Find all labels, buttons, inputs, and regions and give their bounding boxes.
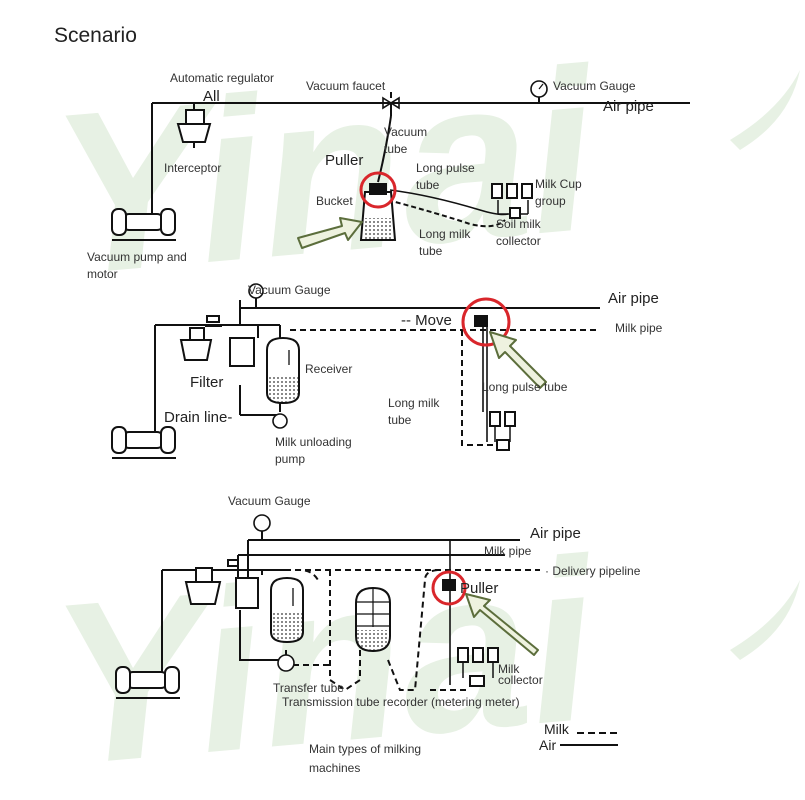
label-long-milk-tube-1: Long milk tube <box>419 227 471 258</box>
caption: Main types of milking machines <box>309 742 422 775</box>
diagram3-vacuum-gauge <box>253 514 271 540</box>
highlight-move <box>461 297 511 347</box>
label-vacuum-faucet: Vacuum faucet <box>306 79 386 93</box>
label-transmission-recorder: Transmission tube recorder (metering met… <box>282 695 520 709</box>
highlight-circles <box>359 171 511 606</box>
diagram3-receiver <box>270 576 304 672</box>
diagram1-vacuum-gauge <box>530 80 548 98</box>
label-vacuum-gauge-1: Vacuum Gauge <box>553 79 636 93</box>
label-vacuum-gauge-2: Vacuum Gauge <box>248 283 331 297</box>
diagram3-recorder <box>355 586 391 653</box>
label-long-pulse-tube-1: Long pulse tube <box>416 161 475 192</box>
pointer-arrow-3 <box>465 593 539 656</box>
label-drain-line: Drain line- <box>164 409 233 426</box>
diagram3-vacuum-pump <box>115 666 180 699</box>
diagram2-milk-cups <box>474 315 516 451</box>
label-interceptor: Interceptor <box>164 161 222 175</box>
label-milk-unloading-pump: Milk unloading pump <box>275 435 352 466</box>
label-milk-pipe-2: Milk pipe <box>615 321 663 335</box>
diagram1-bucket <box>359 183 397 241</box>
diagram3-interceptor <box>184 559 259 609</box>
highlight-puller-3 <box>431 570 467 606</box>
label-all: All <box>203 88 220 105</box>
label-vacuum-gauge-3: Vacuum Gauge <box>228 494 311 508</box>
label-move: -- Move <box>401 312 452 329</box>
pointer-arrows <box>297 217 547 656</box>
pointer-arrow-2 <box>489 331 547 389</box>
diagram1-interceptor <box>176 109 212 148</box>
watermark-leaf-1 <box>730 70 800 150</box>
label-vacuum-pump-motor: Vacuum pump and motor <box>87 250 187 281</box>
watermark: Yinai Yinai <box>42 20 800 800</box>
diagram2-filter <box>179 315 255 367</box>
label-air-pipe-1: Air pipe <box>603 98 654 115</box>
diagram1-lines <box>151 97 690 228</box>
label-soil-milk-collector: Soil milk collector <box>496 217 541 248</box>
label-vacuum-tube: Vacuum tube <box>384 125 428 156</box>
diagram1-milk-cups <box>491 183 533 219</box>
label-filter: Filter <box>190 374 224 391</box>
legend-air: Air <box>539 737 557 753</box>
label-transfer-tube: Transfer tube <box>273 681 344 695</box>
label-milk-cup-group: Milk Cup group <box>535 177 582 208</box>
watermark-leaf-2 <box>730 580 800 660</box>
diagram2-vacuum-pump <box>111 426 176 459</box>
label-milk-pipe-3: Milk pipe <box>484 544 532 558</box>
watermark-text-1: Yinai <box>42 20 608 324</box>
legend-lines <box>560 732 618 746</box>
label-milk-collector: Milk collector <box>498 662 543 687</box>
diagram3-lines <box>161 539 540 692</box>
label-air-pipe-2: Air pipe <box>608 290 659 307</box>
label-delivery-pipeline: · Delivery pipeline <box>545 564 641 578</box>
diagram1-vacuum-pump <box>111 208 176 241</box>
diagram2-vacuum-gauge <box>248 283 264 308</box>
label-puller-3: Puller <box>460 580 499 597</box>
label-automatic-regulator: Automatic regulator <box>170 71 275 85</box>
label-long-pulse-tube-2: Long pulse tube <box>482 380 568 394</box>
label-bucket: Bucket <box>316 194 353 208</box>
diagram1-vacuum-faucet <box>382 92 400 110</box>
diagram3-milk-cups <box>442 579 499 687</box>
diagram2-receiver <box>266 336 300 429</box>
page-title: Scenario <box>54 24 137 47</box>
pointer-arrow-1 <box>297 217 363 249</box>
label-long-milk-tube-2: Long milk tube <box>388 396 440 427</box>
label-receiver: Receiver <box>305 362 353 376</box>
legend-milk: Milk <box>544 721 569 737</box>
label-air-pipe-3: Air pipe <box>530 525 581 542</box>
label-puller-1: Puller <box>325 152 364 169</box>
watermark-text-2: Yinai <box>42 510 608 800</box>
highlight-puller-1 <box>359 171 397 209</box>
